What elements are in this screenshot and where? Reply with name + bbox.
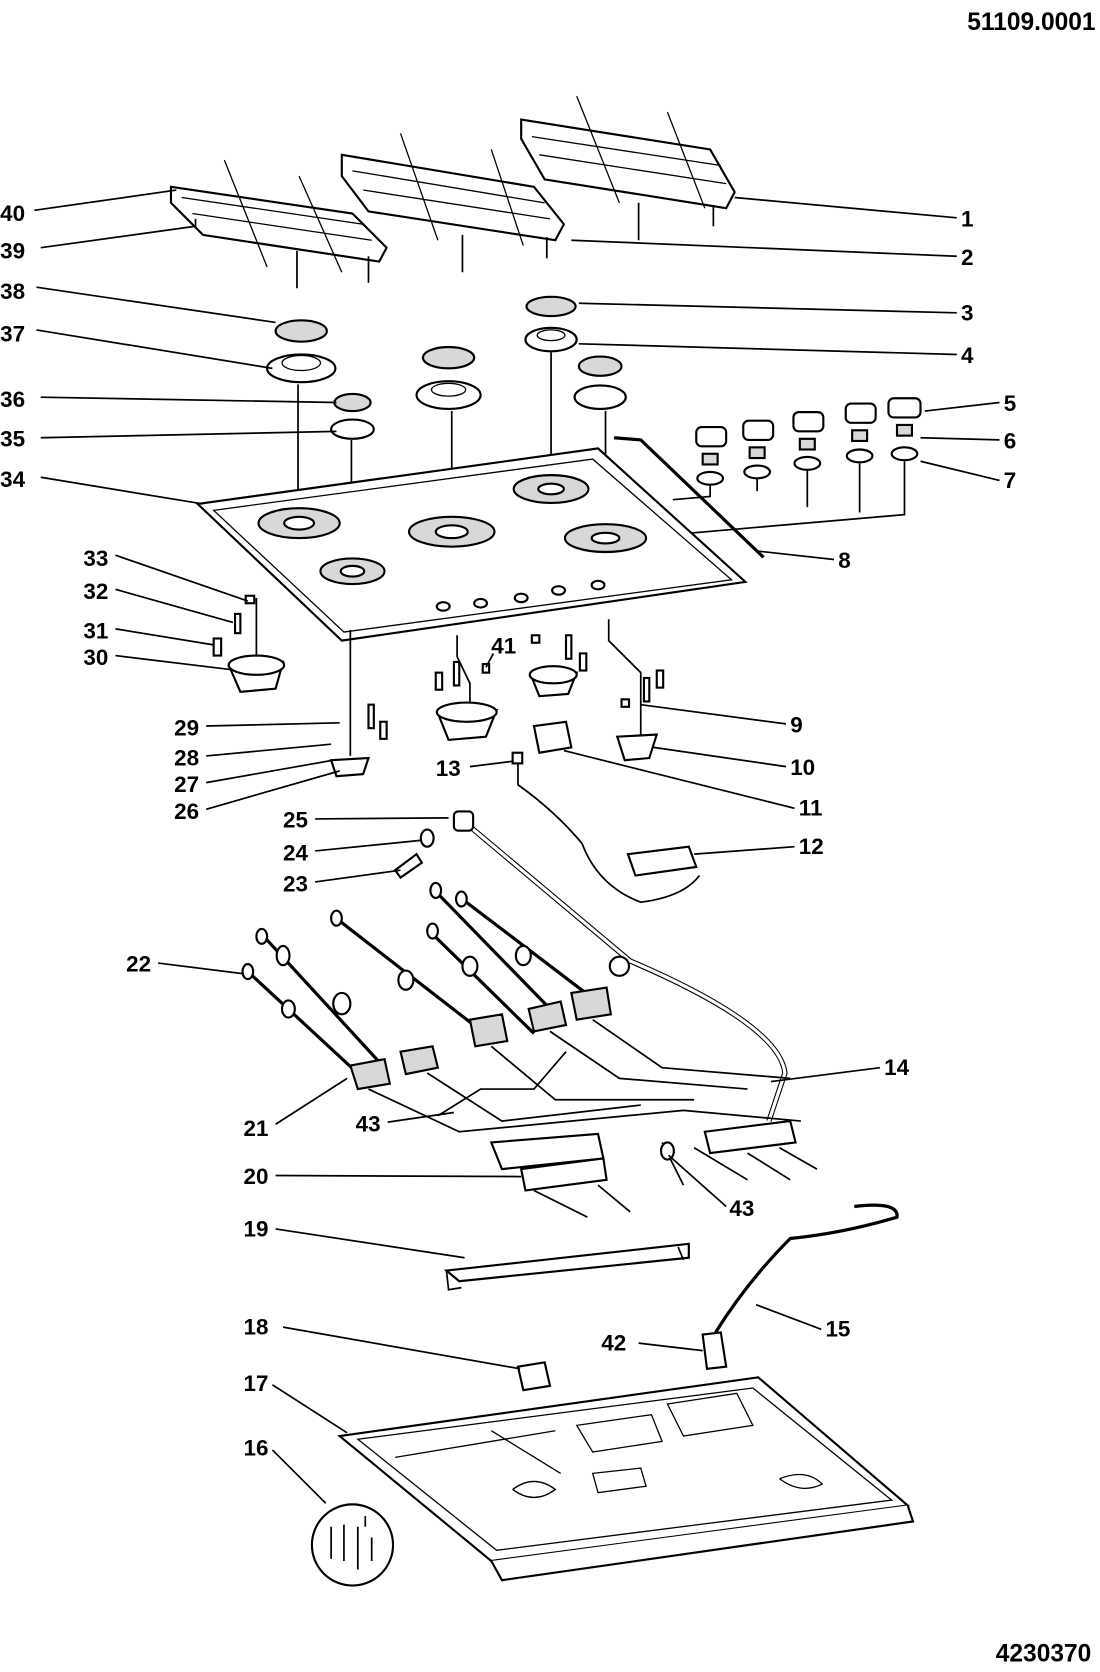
label-9: 9 — [790, 712, 802, 737]
label-31: 31 — [83, 618, 108, 643]
label-2: 2 — [961, 245, 973, 270]
label-38: 38 — [0, 279, 25, 304]
label-14: 14 — [884, 1055, 909, 1080]
label-25: 25 — [283, 807, 308, 832]
label-5: 5 — [1004, 391, 1016, 416]
label-17: 17 — [244, 1371, 269, 1396]
label-23: 23 — [283, 872, 308, 897]
label-43-left: 43 — [356, 1112, 381, 1137]
drawing-number: 51109.0001 — [967, 9, 1095, 36]
label-32: 32 — [83, 579, 108, 604]
label-40: 40 — [0, 201, 25, 226]
label-12: 12 — [799, 834, 824, 859]
label-22: 22 — [126, 952, 151, 977]
label-43-right: 43 — [729, 1196, 754, 1221]
pan-support-left — [169, 159, 388, 289]
label-27: 27 — [174, 772, 199, 797]
label-8: 8 — [838, 548, 850, 573]
label-20: 20 — [244, 1164, 269, 1189]
label-33: 33 — [83, 546, 108, 571]
label-10: 10 — [790, 755, 815, 780]
label-15: 15 — [825, 1317, 850, 1342]
hob-top-plate — [195, 447, 748, 642]
pan-support-center — [340, 133, 566, 273]
label-29: 29 — [174, 716, 199, 741]
label-26: 26 — [174, 799, 199, 824]
gas-valves-and-pipes — [241, 810, 818, 1218]
label-1: 1 — [961, 206, 973, 231]
label-35: 35 — [0, 426, 25, 451]
label-7: 7 — [1004, 468, 1016, 493]
label-18: 18 — [244, 1315, 269, 1340]
label-21: 21 — [244, 1116, 269, 1141]
burner-bodies — [212, 594, 701, 904]
label-28: 28 — [174, 746, 199, 771]
base-parts — [310, 1203, 915, 1587]
part-labels: 40 39 38 37 36 35 34 33 32 31 30 29 28 2… — [0, 201, 1016, 1460]
document-number: 4230370 — [996, 1640, 1092, 1667]
label-3: 3 — [961, 300, 973, 325]
label-11: 11 — [799, 796, 823, 821]
label-4: 4 — [961, 343, 974, 368]
label-42: 42 — [601, 1331, 626, 1356]
label-13: 13 — [436, 756, 461, 781]
pan-support-right — [520, 95, 736, 241]
label-37: 37 — [0, 322, 25, 347]
label-34: 34 — [0, 467, 25, 492]
label-39: 39 — [0, 238, 25, 263]
label-16: 16 — [244, 1435, 269, 1460]
burner-caps — [265, 295, 627, 566]
label-41: 41 — [491, 633, 516, 658]
leader-lines — [34, 189, 1000, 1504]
control-knobs — [613, 397, 922, 559]
label-19: 19 — [244, 1216, 269, 1241]
label-24: 24 — [283, 841, 308, 866]
label-36: 36 — [0, 387, 25, 412]
label-30: 30 — [83, 645, 108, 670]
label-6: 6 — [1004, 428, 1016, 453]
